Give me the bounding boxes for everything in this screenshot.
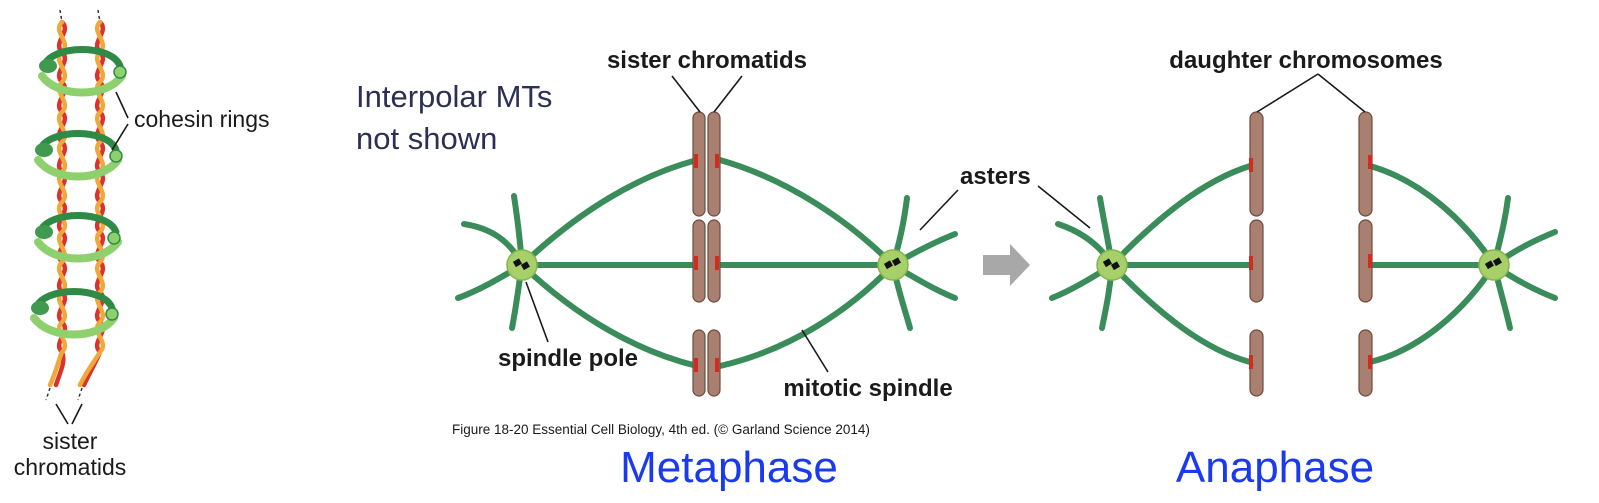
dna-end-bottom-left (45, 387, 51, 401)
mitotic-spindle-label: mitotic spindle (783, 375, 952, 402)
spindle-pole-label: spindle pole (498, 345, 638, 372)
chromatid-helix-left-b (47, 19, 68, 388)
chromosome-pair (692, 329, 721, 397)
anaphase-panel: daughter chromosomes Anaphase (1037, 47, 1558, 492)
cohesin-ring (30, 288, 119, 339)
cohesin-leader-2 (111, 123, 129, 151)
daughter-chromosome (1358, 111, 1373, 217)
chromosome-pair (692, 111, 721, 217)
anaphase-title: Anaphase (1176, 443, 1374, 492)
daughter-chromosome (1358, 219, 1373, 303)
figure-caption: Figure 18-20 Essential Cell Biology, 4th… (452, 422, 870, 437)
mitotic-spindle-leader (801, 329, 829, 373)
daughter-chromosome (1249, 329, 1264, 397)
daughter-chromosome (1358, 329, 1373, 397)
spindle-microtubule (717, 262, 896, 369)
spindle-microtubule (519, 157, 700, 268)
dna-end-top-right (97, 9, 101, 23)
cohesin-leader-1 (115, 91, 129, 119)
spindle-microtubule (1367, 262, 1497, 365)
spindle-microtubule (1109, 262, 1253, 365)
transition-arrow (983, 244, 1030, 286)
dna-end-bottom-right (77, 387, 83, 401)
asters-leader (919, 189, 959, 231)
asters-leader (1037, 185, 1091, 229)
daughter-chromosomes-leader (1317, 73, 1366, 113)
sister-chromatids-leader (713, 75, 743, 113)
spindle-microtubule (1109, 163, 1253, 268)
cohesin-chromatid-panel: cohesin rings sister chromatids (14, 9, 270, 480)
spindle-pole-right (877, 249, 909, 281)
dna-end-top-left (59, 9, 63, 23)
spindle-pole-left (506, 249, 538, 281)
sister-leader-2 (71, 403, 83, 425)
spindle-microtubule (717, 157, 896, 268)
interpolar-note-line1: Interpolar MTs (356, 79, 552, 114)
daughter-chromosomes-leader (1256, 73, 1319, 113)
spindle-microtubule (519, 262, 700, 369)
daughter-chromosome (1249, 219, 1264, 303)
daughter-chromosome (1249, 111, 1264, 217)
sister-chromatids-leader (671, 75, 701, 113)
cohesin-ring (34, 130, 123, 181)
cohesin-rings-label: cohesin rings (134, 106, 270, 132)
spindle-microtubule (1367, 163, 1497, 268)
metaphase-panel: sister chromatids asters spindle pole mi… (452, 47, 1031, 492)
asters-label: asters (960, 163, 1031, 190)
spindle-pole-left (1096, 249, 1128, 281)
daughter-chromosomes-label: daughter chromosomes (1169, 47, 1442, 74)
cohesin-ring (38, 46, 127, 97)
metaphase-title: Metaphase (620, 443, 838, 492)
cohesin-ring (34, 212, 122, 263)
chromatid-helix-right-b (77, 19, 106, 388)
spindle-pole-right (1478, 249, 1510, 281)
sister-chromatids-label-line1: sister (43, 428, 98, 454)
chromosome-pair (692, 219, 721, 303)
spindle-pole-leader (525, 281, 549, 343)
interpolar-note-line2: not shown (356, 121, 497, 156)
sister-leader-1 (55, 403, 69, 425)
sister-chromatids-label-line2: chromatids (14, 454, 126, 480)
sister-chromatids-label: sister chromatids (607, 47, 807, 74)
